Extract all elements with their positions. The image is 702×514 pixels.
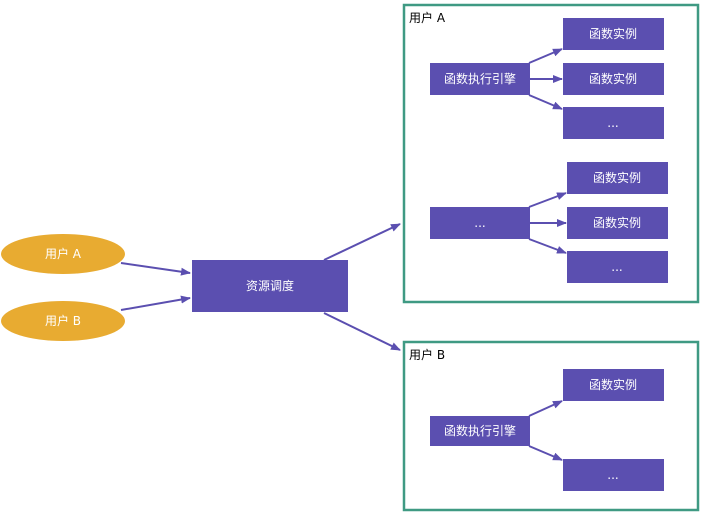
arrow-b-engine1-instance1 xyxy=(528,400,563,417)
user-b-node[interactable] xyxy=(1,301,125,341)
a-engine2-instance3-label: ... xyxy=(611,260,622,274)
arrow-b-engine1-instance2 xyxy=(528,445,563,461)
group-user-a xyxy=(402,3,700,304)
a-engine1-node[interactable] xyxy=(430,63,530,95)
a-engine1-instance2-node[interactable] xyxy=(563,63,664,95)
b-engine1-instance1-label: 函数实例 xyxy=(589,377,637,392)
b-engine1-instance2-label: ... xyxy=(607,468,618,482)
a-engine1-label: 函数执行引擎 xyxy=(444,71,516,86)
a-engine1-instance2-label: 函数实例 xyxy=(589,71,637,86)
user-a-node[interactable] xyxy=(1,234,125,274)
a-engine2-instance2-node[interactable] xyxy=(567,207,668,239)
b-engine1-label: 函数执行引擎 xyxy=(444,423,516,438)
a-engine1-instance3-label: ... xyxy=(607,116,618,130)
group-user-a-title: 用户 A xyxy=(409,10,446,25)
arrow-scheduler-to-group-a xyxy=(323,223,401,261)
scheduler-label: 资源调度 xyxy=(246,278,294,293)
arrow-a-engine1-instance1 xyxy=(528,48,563,64)
arrow-scheduler-to-group-b xyxy=(323,312,401,351)
b-engine1-instance1-node[interactable] xyxy=(563,369,664,401)
user-a-label: 用户 A xyxy=(45,246,82,261)
a-engine1-instance1-label: 函数实例 xyxy=(589,26,637,41)
arrow-user-b-to-scheduler xyxy=(120,295,191,311)
a-engine1-instance1-node[interactable] xyxy=(563,18,664,50)
a-engine2-instance1-label: 函数实例 xyxy=(593,170,641,185)
arrow-user-a-to-scheduler xyxy=(120,262,191,276)
a-engine2-label: ... xyxy=(474,216,485,230)
arrow-a-engine2-instance1 xyxy=(528,192,567,208)
arrow-a-engine1-instance3 xyxy=(528,94,563,110)
b-engine1-node[interactable] xyxy=(430,416,530,446)
arrow-a-engine2-instance3 xyxy=(528,238,567,254)
a-engine2-node[interactable] xyxy=(430,207,530,239)
b-engine1-instance2-node[interactable] xyxy=(563,459,664,491)
group-user-b xyxy=(402,340,700,512)
a-engine1-instance3-node[interactable] xyxy=(563,107,664,139)
a-engine2-instance2-label: 函数实例 xyxy=(593,215,641,230)
a-engine2-instance3-node[interactable] xyxy=(567,251,668,283)
group-user-b-title: 用户 B xyxy=(409,347,445,362)
a-engine2-instance1-node[interactable] xyxy=(567,162,668,194)
scheduler-node[interactable] xyxy=(192,260,348,312)
user-b-label: 用户 B xyxy=(45,313,81,328)
